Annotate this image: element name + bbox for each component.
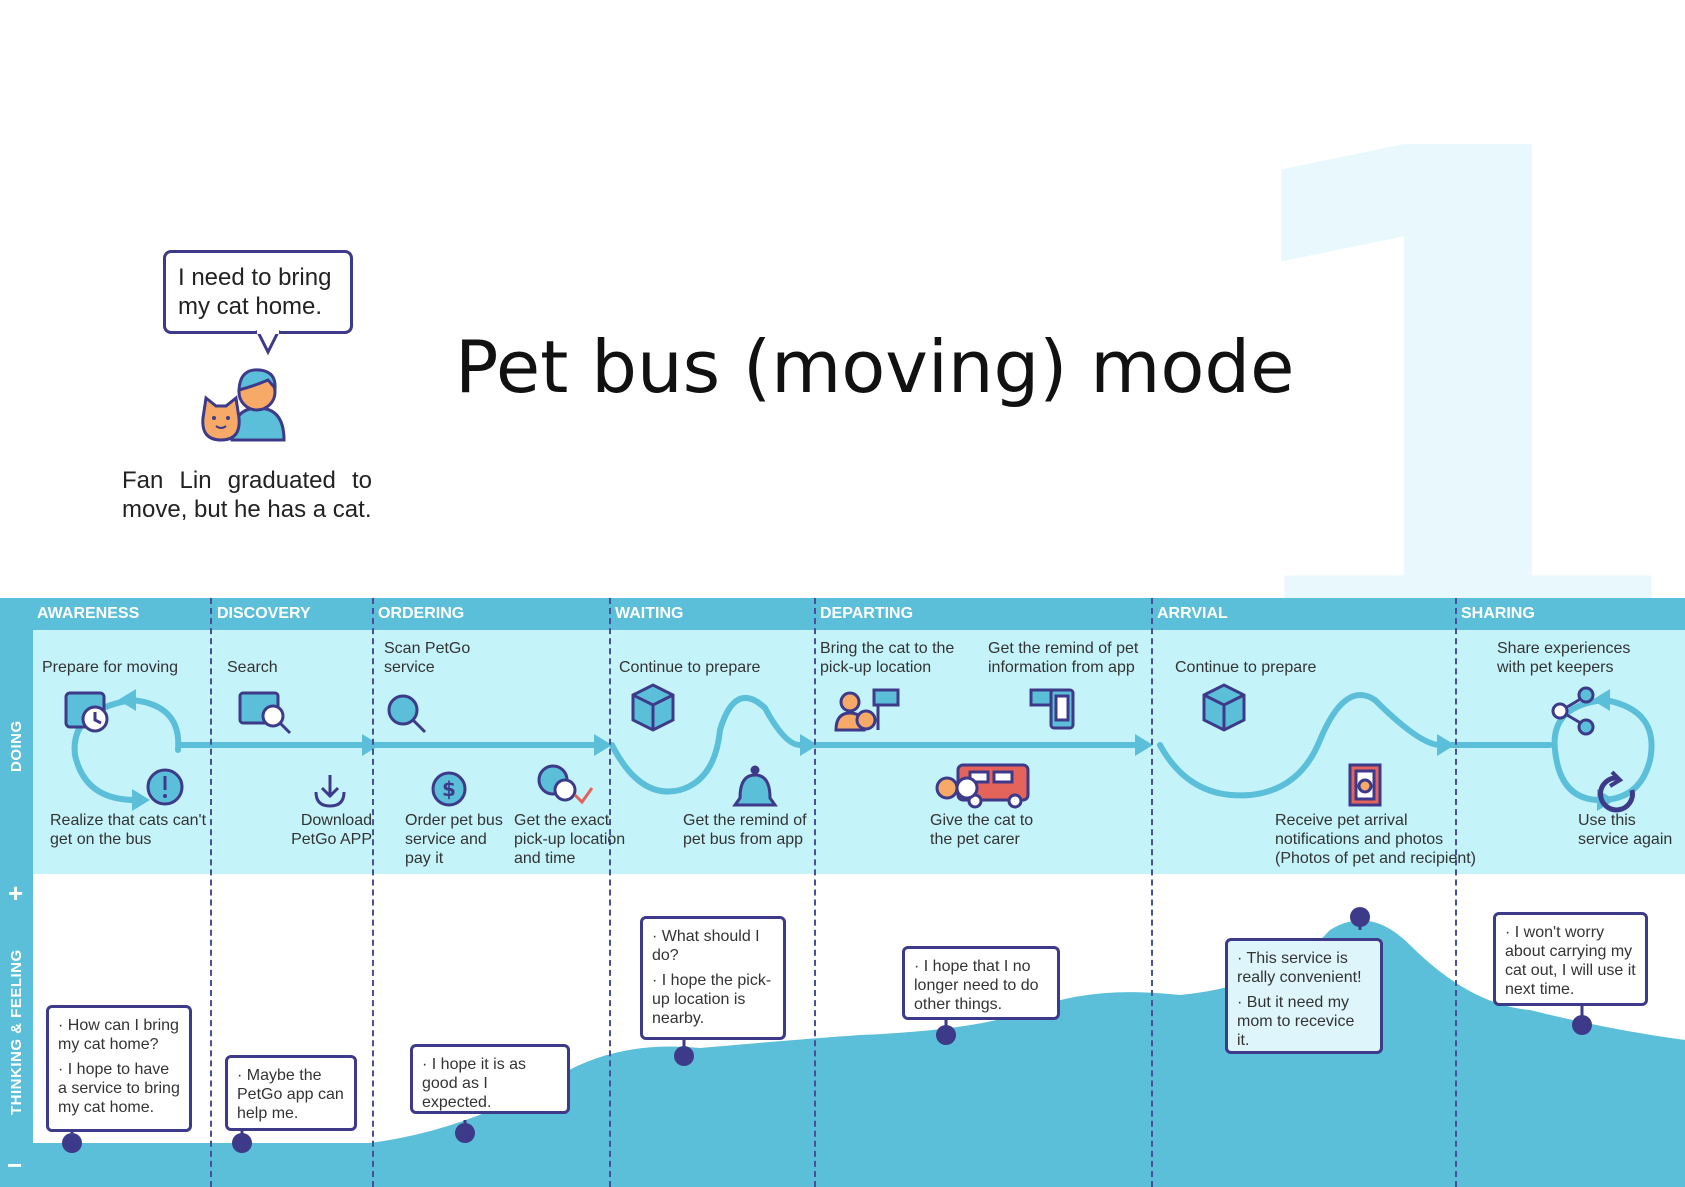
thought-bubble-awareness: · How can I bring my cat home? · I hope … <box>46 1005 192 1132</box>
stage-divider <box>1455 598 1457 1187</box>
stage-sharing: SHARING <box>1461 605 1535 622</box>
thought-text: · I hope the pick-up location is nearby. <box>652 972 772 1027</box>
thought-text: · But it need my mom to recevice it. <box>1237 994 1355 1049</box>
persona-description: Fan Lin graduated to move, but he has a … <box>122 467 372 523</box>
stage-awareness: AWARENESS <box>37 605 140 622</box>
thought-text: · This service is really convenient! <box>1237 950 1362 986</box>
action-prepare-moving: Prepare for moving <box>42 659 179 676</box>
thought-bubble-waiting: · What should I do? · I hope the pick-up… <box>640 916 786 1040</box>
negative-sign: − <box>7 1150 23 1180</box>
action-give-cat: Give the cat to the pet carer <box>930 812 1034 848</box>
stage-discovery: DISCOVERY <box>217 605 311 622</box>
action-realize: Realize that cats can't get on the bus <box>50 812 207 848</box>
thought-text: · How can I bring my cat home? <box>58 1017 179 1053</box>
positive-sign: + <box>8 878 24 908</box>
stage-ordering: ORDERING <box>378 605 465 622</box>
stage-divider <box>609 598 611 1187</box>
stage-arrival: ARRVIAL <box>1157 605 1228 622</box>
stage-divider <box>814 598 816 1187</box>
thought-bubble-departing: · I hope that I no longer need to do oth… <box>902 946 1060 1020</box>
thought-bubble-arrival: · This service is really convenient! · B… <box>1225 938 1383 1054</box>
action-download: Download PetGo APP <box>291 812 372 848</box>
doing-side-bar <box>0 630 33 874</box>
stage-departing: DEPARTING <box>820 605 914 622</box>
action-use-again: Use this service again <box>1578 812 1673 848</box>
action-search: Search <box>227 659 278 676</box>
action-share: Share experiences with pet keepers <box>1497 640 1631 676</box>
thought-text: · What should I do? <box>652 928 760 964</box>
action-bring-cat: Bring the cat to the pick-up location <box>820 640 955 676</box>
action-continue-prepare: Continue to prepare <box>619 659 761 676</box>
action-order: Order pet bus service and pay it <box>405 812 503 867</box>
stage-divider <box>210 598 212 1187</box>
persona-avatar-icon <box>201 368 286 442</box>
thought-bubble-discovery: · Maybe the PetGo app can help me. <box>225 1055 357 1131</box>
doing-label: DOING <box>8 720 25 772</box>
action-receive-notification: Receive pet arrival notifications and ph… <box>1275 812 1477 867</box>
action-scan: Scan PetGo service <box>384 640 471 676</box>
stage-waiting: WAITING <box>615 605 684 622</box>
thinking-feeling-label: THINKING & FEELING <box>8 949 25 1115</box>
emotion-curve-area <box>33 920 1685 1187</box>
thought-bubble-sharing: · I won't worry about carrying my cat ou… <box>1493 912 1648 1006</box>
stage-divider <box>1151 598 1153 1187</box>
action-remind-bus: Get the remind of pet bus from app <box>683 812 807 848</box>
thinking-side-bar <box>0 874 33 1187</box>
stage-header-bar <box>0 598 1685 630</box>
thought-text: · I hope to have a service to bring my c… <box>58 1061 180 1116</box>
speech-tail-icon <box>255 330 281 356</box>
action-continue-prepare-2: Continue to prepare <box>1175 659 1317 676</box>
page-title: Pet bus (moving) mode <box>455 325 1295 409</box>
action-remind-info: Get the remind of pet information from a… <box>988 640 1139 676</box>
persona-speech-bubble: I need to bring my cat home. <box>163 250 353 334</box>
stage-divider <box>372 598 374 1187</box>
action-exact-location: Get the exact pick-up location and time <box>514 812 626 867</box>
thought-bubble-ordering: · I hope it is as good as I expected. <box>410 1044 570 1114</box>
